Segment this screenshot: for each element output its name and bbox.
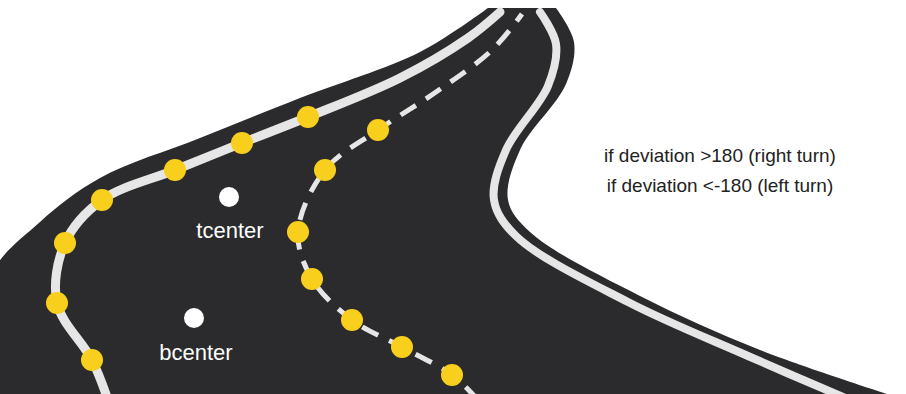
boundary-point: [314, 159, 336, 181]
boundary-point: [391, 336, 413, 358]
boundary-point: [91, 189, 113, 211]
boundary-point: [54, 232, 76, 254]
boundary-point: [164, 159, 186, 181]
boundary-point: [367, 119, 389, 141]
road-surface: [0, 8, 890, 394]
edge-line: [55, 12, 500, 394]
rule-note: if deviation >180 (right turn): [604, 145, 836, 167]
boundary-point: [301, 268, 323, 290]
boundary-point: [287, 221, 309, 243]
center-point: [219, 187, 239, 207]
boundary-point: [231, 132, 253, 154]
boundary-point: [441, 364, 463, 386]
boundary-point: [81, 349, 103, 371]
point-label: tcenter: [196, 218, 263, 244]
edge-line: [494, 12, 850, 394]
boundary-point: [341, 309, 363, 331]
boundary-point: [297, 106, 319, 128]
rule-note: if deviation <-180 (left turn): [607, 175, 834, 197]
point-label: bcenter: [159, 340, 232, 366]
boundary-point: [46, 292, 68, 314]
center-line: [298, 14, 522, 394]
center-point: [184, 308, 204, 328]
